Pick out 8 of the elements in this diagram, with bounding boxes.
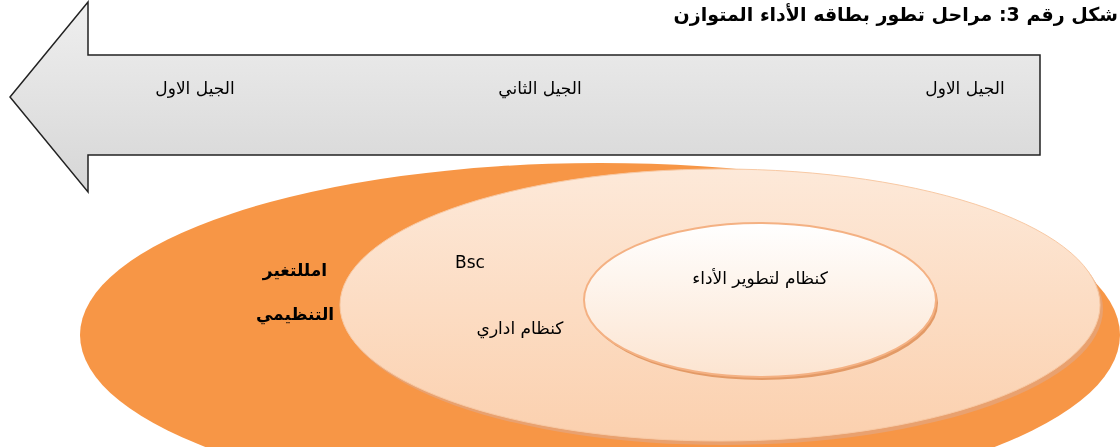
label-text: الجيل الاول <box>925 76 1005 100</box>
label-text: كنظام اداري <box>476 316 564 340</box>
label-text: الجيل الثاني <box>498 76 582 100</box>
label-text: كنظام لتطوير الأداء <box>692 266 828 290</box>
figure-title: شكل رقم 3: مراحل تطور بطاقه الأداء المتوازن <box>673 3 1118 25</box>
label-text: Bsc <box>455 250 485 274</box>
label-text: الجيل الاول <box>155 76 235 100</box>
label-text: امللتغير التنظيمي <box>254 258 336 327</box>
